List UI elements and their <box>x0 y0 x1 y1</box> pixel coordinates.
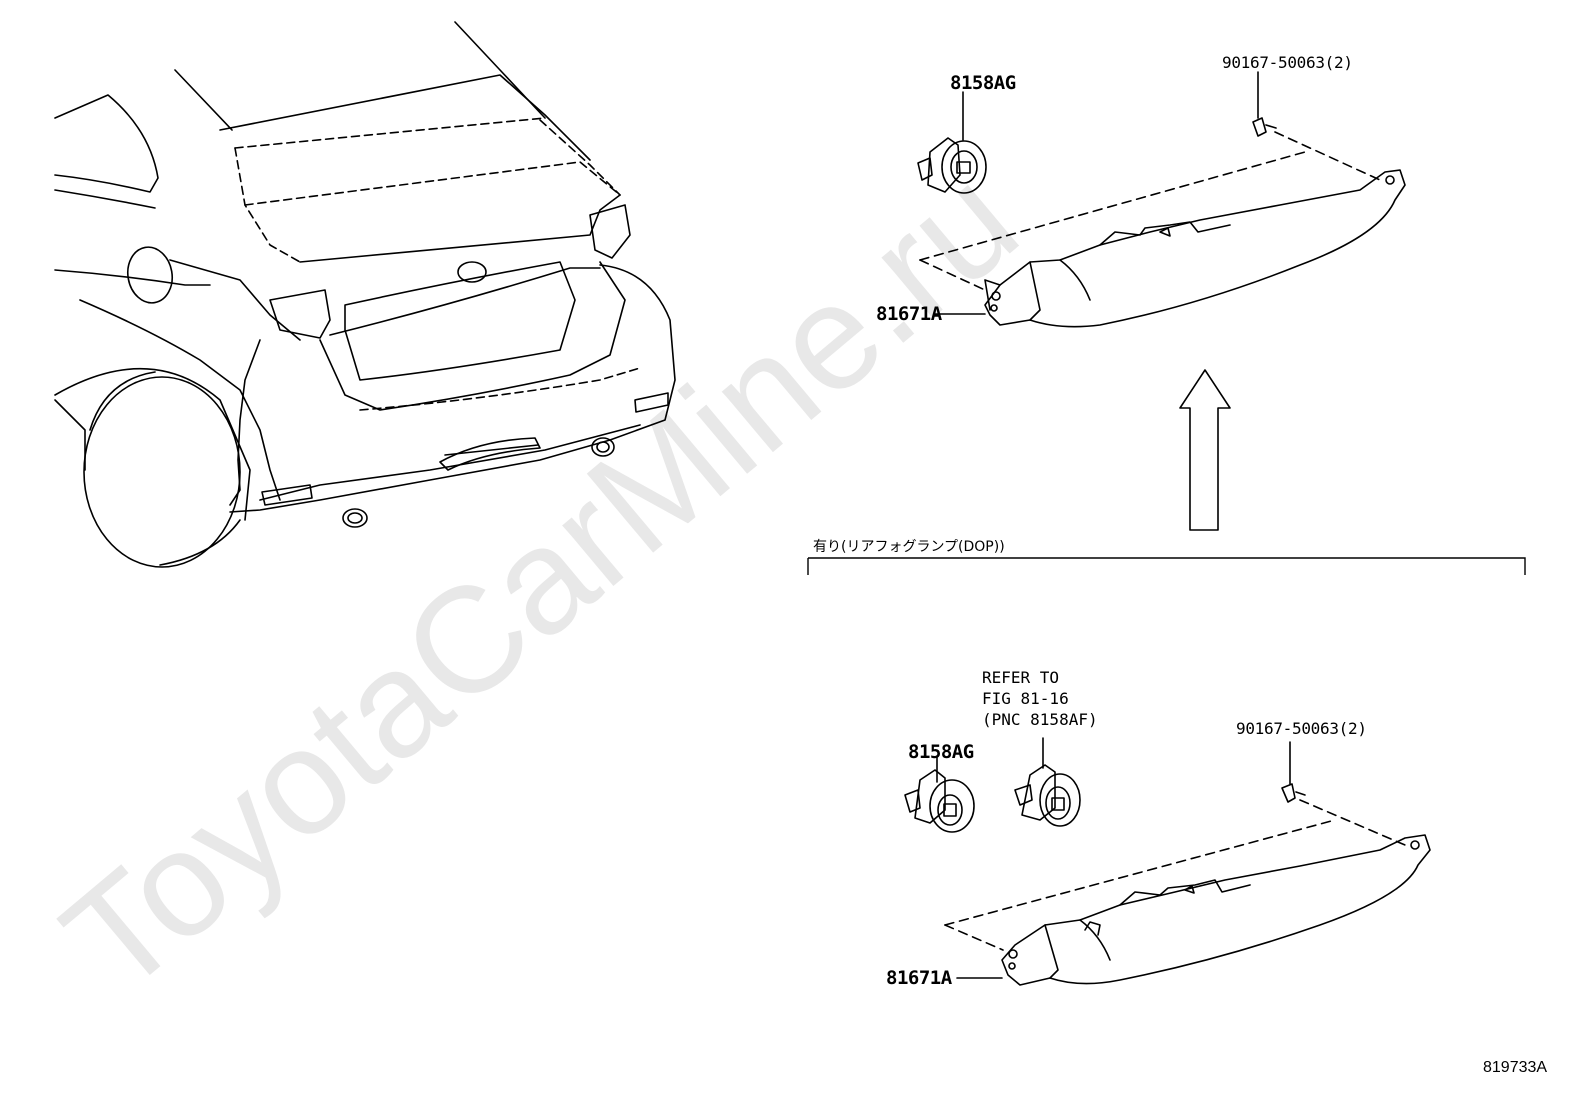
lower-fog-lamp-icon <box>1001 834 1431 986</box>
upper-bulb-part-number[interactable]: 8158AG <box>950 72 1016 94</box>
fuel-lid <box>126 246 174 304</box>
roof-line-left <box>174 69 233 131</box>
condition-label: 有り(リアフォグランプ(DOP)) <box>813 539 1005 555</box>
figure-code: 819733A <box>1483 1059 1548 1076</box>
side-window <box>54 94 159 193</box>
arrow-up-icon <box>1179 369 1231 531</box>
lower-lamp-part-number[interactable]: 81671A <box>886 967 952 989</box>
lower-reference-socket-icon <box>1014 737 1081 827</box>
rear-bumper <box>229 264 676 513</box>
reflector-right <box>634 392 669 413</box>
lower-screw-part-number[interactable]: 90167-50063(2) <box>1236 719 1367 738</box>
upper-lamp-part-number[interactable]: 81671A <box>876 303 942 325</box>
upper-bulb-socket-icon <box>917 91 987 194</box>
bumper-fog-lamp <box>439 437 541 471</box>
reflector-left <box>261 484 313 506</box>
tail-lamp-right <box>589 204 631 259</box>
license-plate-recess <box>344 261 576 381</box>
lower-bulb-part-number[interactable]: 8158AG <box>908 741 974 763</box>
exhaust-right <box>591 437 615 457</box>
lower-bulb-socket-icon <box>904 755 975 833</box>
lower-screw-icon <box>1281 741 1306 803</box>
rear-wheel <box>83 376 241 568</box>
emblem <box>457 261 487 283</box>
upper-screw-part-number[interactable]: 90167-50063(2) <box>1222 53 1353 72</box>
tail-lamp-left <box>269 289 331 339</box>
reference-note[interactable]: REFER TO FIG 81-16 (PNC 8158AF) <box>982 668 1098 729</box>
upper-screw-icon <box>1252 71 1277 137</box>
upper-fog-lamp-icon <box>984 169 1406 328</box>
exhaust-left <box>342 508 368 528</box>
